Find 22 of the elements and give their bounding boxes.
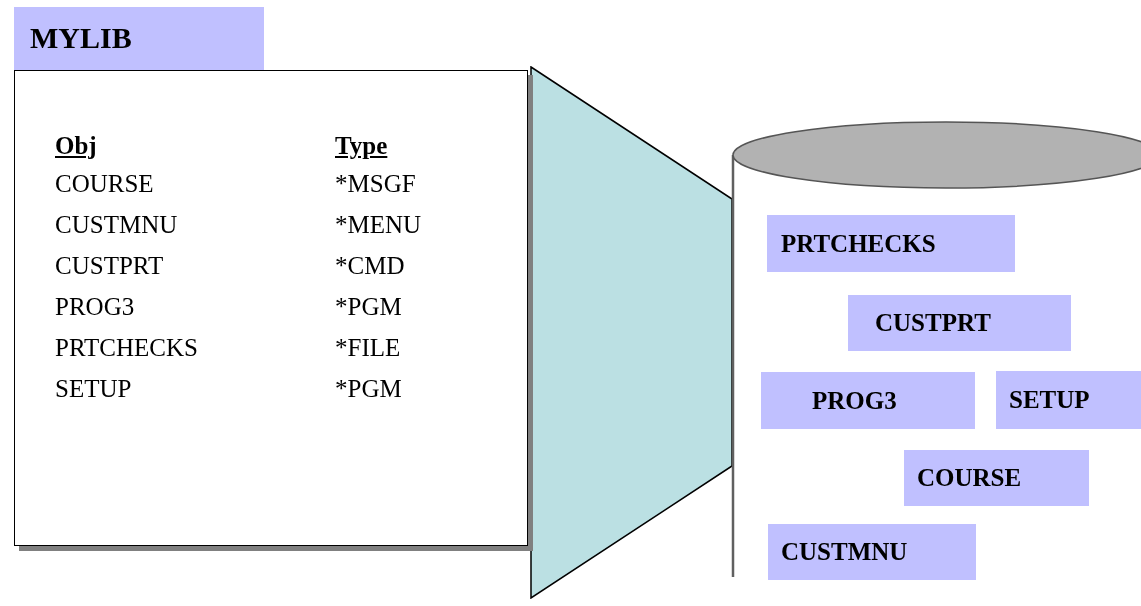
title-tab: MYLIB	[14, 7, 264, 70]
object-box: CUSTPRT	[848, 295, 1071, 351]
column-header: Type	[335, 133, 388, 158]
object-box: COURSE	[904, 450, 1089, 506]
table-cell: PRTCHECKS	[55, 335, 198, 360]
trapezoid-shape	[530, 66, 733, 599]
table-cell: *PGM	[335, 294, 402, 319]
object-box: SETUP	[996, 371, 1141, 429]
column-header: Obj	[55, 133, 97, 158]
table-cell: *MENU	[335, 212, 422, 237]
table-cell: *CMD	[335, 253, 405, 278]
object-box: PROG3	[761, 372, 975, 429]
object-box: CUSTMNU	[768, 524, 976, 580]
table-cell: *FILE	[335, 335, 401, 360]
object-box: PRTCHECKS	[767, 215, 1015, 272]
table-cell: CUSTPRT	[55, 253, 164, 278]
table-cell: COURSE	[55, 171, 154, 196]
table-cell: CUSTMNU	[55, 212, 178, 237]
table-cell: *MSGF	[335, 171, 416, 196]
table-cell: PROG3	[55, 294, 135, 319]
table-cell: SETUP	[55, 376, 132, 401]
table-cell: *PGM	[335, 376, 402, 401]
